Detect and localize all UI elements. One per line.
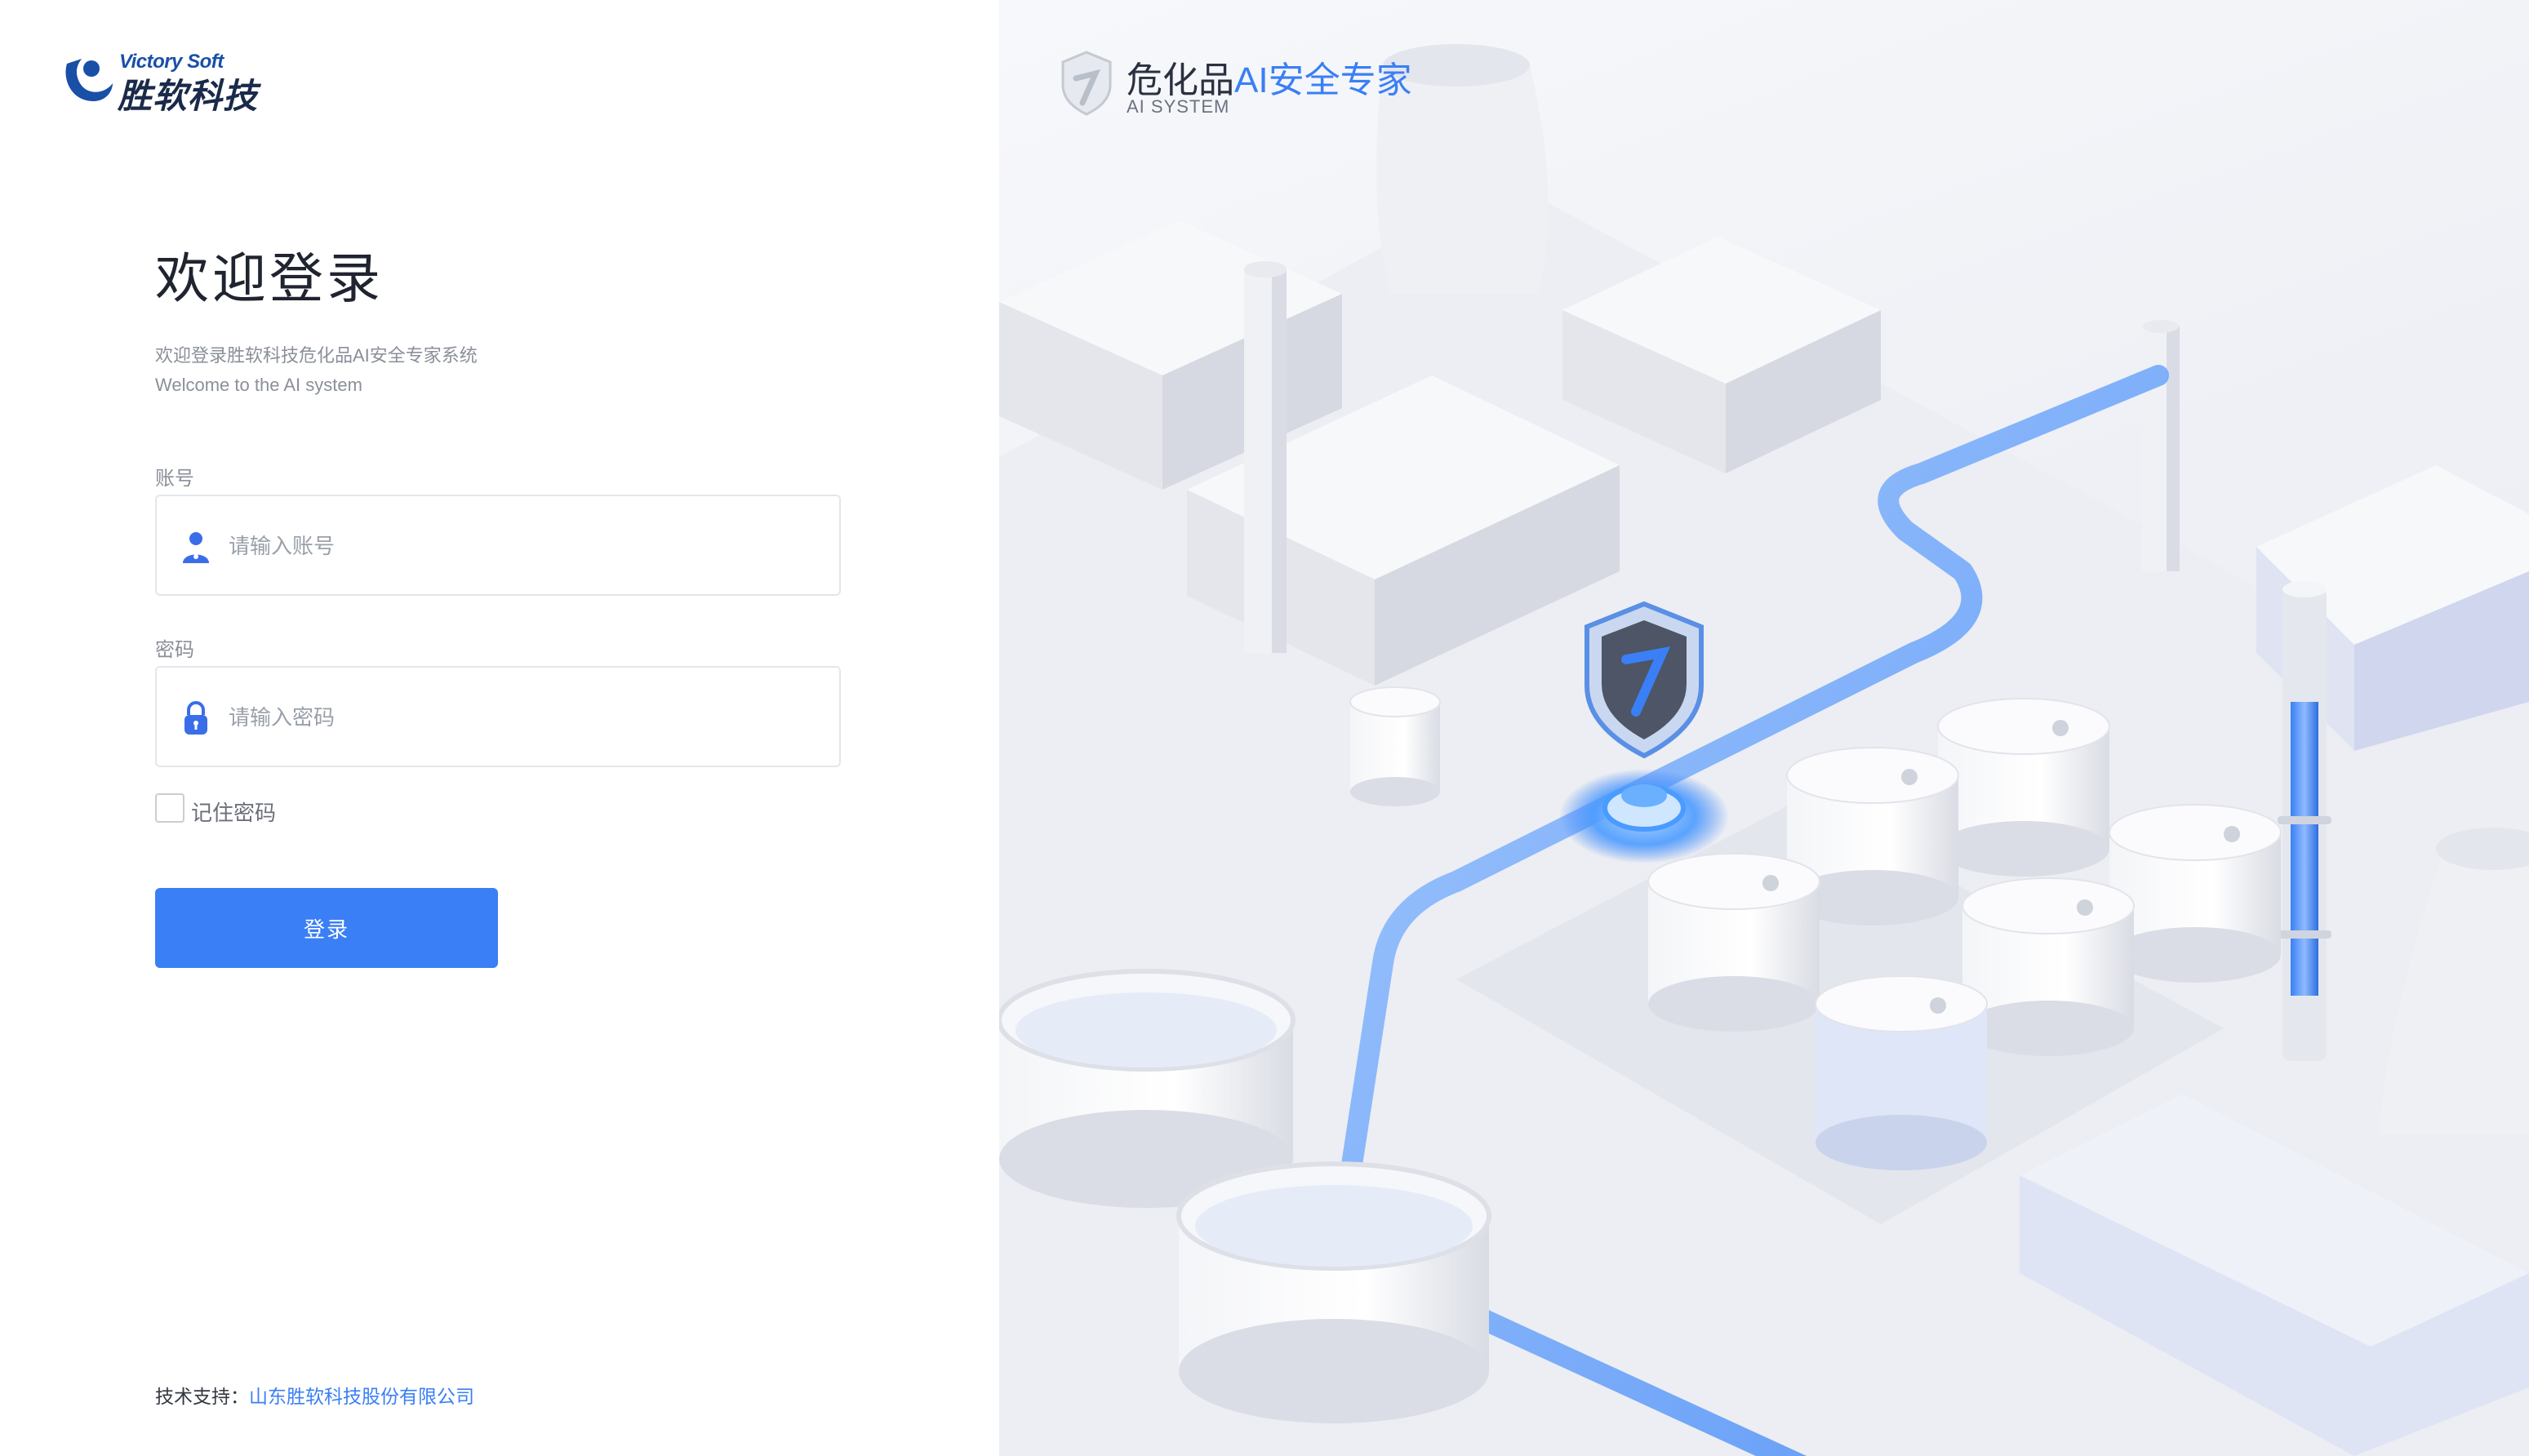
product-title-cn: 危化品 xyxy=(1127,60,1234,100)
product-subtitle: AI SYSTEM xyxy=(1127,96,1230,117)
account-label: 账号 xyxy=(155,468,194,490)
account-field[interactable] xyxy=(155,495,841,596)
password-input[interactable] xyxy=(227,668,826,767)
remember-checkbox[interactable] xyxy=(155,793,184,823)
remember-label[interactable]: 记住密码 xyxy=(191,801,277,825)
tech-support-company-link[interactable]: 山东胜软科技股份有限公司 xyxy=(249,1386,474,1407)
storage-tank xyxy=(1647,853,1820,1032)
cooling-tower-top xyxy=(1376,44,1549,294)
account-input[interactable] xyxy=(227,496,826,596)
illustration-panel: 危化品AI安全专家 AI SYSTEM xyxy=(999,0,2529,1456)
chimney-right xyxy=(2142,320,2180,571)
storage-tank-blue xyxy=(1815,975,1988,1170)
tank-cluster xyxy=(1647,698,2282,1170)
open-pool-left xyxy=(999,969,1296,1208)
open-pool-bottom xyxy=(1176,1161,1491,1423)
storage-tank xyxy=(1962,877,2135,1056)
chemical-plant-illustration xyxy=(999,44,2529,1456)
company-logo: Victory Soft 胜软科技 xyxy=(60,47,273,115)
product-title-ai: AI安全专家 xyxy=(1234,60,1412,100)
cooling-tower-right xyxy=(2379,828,2529,1134)
login-panel: Victory Soft 胜软科技 欢迎登录 欢迎登录胜软科技危化品AI安全专家… xyxy=(0,0,999,1456)
storage-tank xyxy=(2109,804,2282,983)
victorysoft-logo-icon xyxy=(65,59,113,101)
tech-support: 技术支持：山东胜软科技股份有限公司 xyxy=(155,1381,474,1409)
subtitle-cn: 欢迎登录胜软科技危化品AI安全专家系统 xyxy=(155,345,478,366)
logo-chinese: 胜软科技 xyxy=(118,77,259,115)
product-brand: 危化品AI安全专家 AI SYSTEM xyxy=(1060,49,1468,122)
welcome-subtitle: 欢迎登录胜软科技危化品AI安全专家系统 Welcome to the AI sy… xyxy=(155,341,478,400)
password-label: 密码 xyxy=(155,639,194,661)
shield-emblem xyxy=(1559,601,1729,863)
tech-support-key: 技术支持： xyxy=(155,1386,249,1407)
subtitle-en: Welcome to the AI system xyxy=(155,375,362,395)
storage-tank xyxy=(1937,698,2110,877)
building-top-center xyxy=(1562,237,1881,473)
building-bottom-right xyxy=(2020,1094,2529,1456)
logo-english: Victory Soft xyxy=(119,51,224,73)
login-button[interactable]: 登录 xyxy=(155,888,498,968)
storage-tank xyxy=(1786,747,1959,926)
user-icon xyxy=(183,532,209,563)
page-title: 欢迎登录 xyxy=(155,248,384,309)
product-title: 危化品AI安全专家 xyxy=(1127,51,1412,103)
chimney-left xyxy=(1244,261,1287,653)
small-tank xyxy=(1349,686,1441,806)
password-field[interactable] xyxy=(155,666,841,767)
shield-logo-icon xyxy=(1061,51,1112,116)
lock-icon xyxy=(184,701,207,735)
blue-pipe-tower xyxy=(2278,581,2331,1061)
